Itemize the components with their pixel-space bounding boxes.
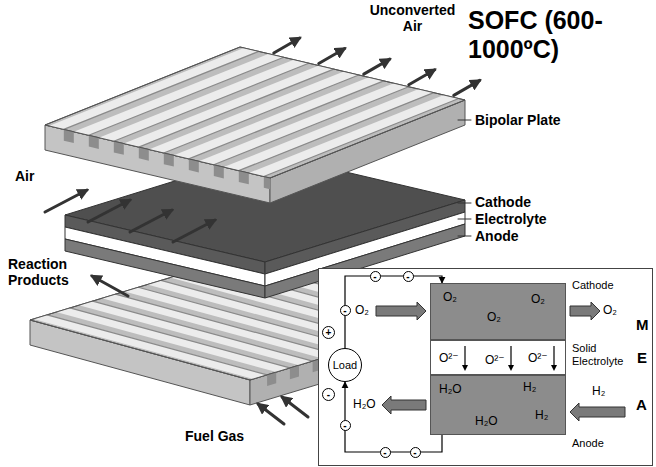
flow-label: Fuel Gas [185, 428, 244, 444]
electron-symbol: - [403, 271, 414, 282]
species-label: O₂ [531, 292, 545, 306]
species-label: H₂ [535, 408, 548, 422]
species-label: O²⁻ [485, 353, 505, 367]
layer-name: Cathode [572, 279, 614, 292]
layer-letter: M [636, 316, 649, 334]
part-name: Bipolar Plate [475, 112, 561, 128]
fuel-gas-arrow [258, 404, 284, 424]
electrolyte-layer: O²⁻ O²⁻ O²⁻ [430, 340, 566, 375]
gas-label: H₂O [353, 397, 376, 411]
ion-arrowhead [551, 365, 557, 371]
species-label: H₂O [439, 382, 462, 396]
layer-name: Anode [572, 437, 604, 450]
part-name: Anode [475, 228, 519, 244]
unconverted-air-arrow [454, 80, 480, 95]
plate-groove [264, 177, 270, 190]
flow-label: Unconverted Air [365, 2, 460, 34]
gas-label: O₂ [603, 303, 617, 317]
leader-line [458, 120, 471, 121]
layer-name: Solid Electrolyte [572, 342, 634, 368]
fuel-gas-arrow [282, 397, 308, 417]
unconverted-air-arrow [319, 49, 345, 64]
ion-arrowhead [508, 365, 514, 371]
electron-symbol: - [340, 420, 351, 431]
layer-letter: A [636, 396, 647, 414]
load-circle: Load [328, 348, 362, 382]
ion-arrow [553, 346, 554, 367]
electron-symbol: - [410, 447, 421, 458]
cathode-layer: O₂ O₂ O₂ [430, 283, 566, 340]
hydrogen-in-arrow [570, 403, 625, 421]
circuit-wire [345, 276, 442, 348]
species-label: H₂ [523, 380, 536, 394]
plate-top [45, 47, 465, 178]
unconverted-air-arrow [364, 59, 390, 74]
part-name: Cathode [475, 194, 531, 210]
polarity-sign: + [322, 326, 335, 339]
oxygen-in-arrow [376, 302, 426, 320]
species-label: O₂ [487, 310, 501, 324]
species-label: O²⁻ [528, 351, 548, 365]
load-label: Load [333, 359, 357, 372]
oxygen-out-arrow [570, 302, 600, 320]
air-arrow [45, 190, 87, 212]
inset-frame [319, 269, 653, 466]
plate-ridge [224, 89, 434, 171]
reaction-products-arrow [92, 276, 128, 296]
polarity-sign: - [322, 388, 335, 401]
electron-symbol: - [370, 271, 381, 282]
layer-letter: E [637, 349, 647, 367]
species-label: O₂ [443, 290, 457, 304]
electron-symbol: - [340, 305, 351, 316]
leader-line [458, 236, 471, 237]
leader-line [458, 203, 471, 204]
electron-symbol: - [380, 447, 391, 458]
ridge-shadow [239, 93, 434, 171]
unconverted-air-arrow [274, 38, 300, 53]
unconverted-air-arrow [409, 70, 435, 85]
ion-arrowhead [462, 365, 468, 371]
ion-arrow [464, 346, 465, 367]
air-arrow [130, 210, 172, 232]
species-label: O²⁻ [439, 351, 459, 365]
flow-label: Reaction Products [8, 256, 88, 288]
diagram-title: SOFC (600-1000ºC) [468, 6, 652, 64]
ion-arrow [510, 346, 511, 367]
anode-layer [65, 239, 265, 298]
air-arrow [88, 200, 130, 222]
gas-label: O₂ [355, 303, 369, 317]
anode-layer: H₂O H₂ H₂ H₂O [430, 375, 566, 435]
circuit-wire [345, 382, 442, 452]
flow-label: Air [15, 168, 34, 184]
gas-label: H₂ [592, 384, 605, 398]
ridge-shadow [264, 99, 459, 177]
species-label: H₂O [475, 414, 498, 428]
plate-outline [45, 47, 465, 178]
leader-line [458, 219, 471, 220]
water-out-arrow [382, 396, 426, 414]
plate-ridge [249, 95, 459, 177]
part-name: Electrolyte [475, 211, 547, 227]
air-arrow [173, 220, 215, 242]
